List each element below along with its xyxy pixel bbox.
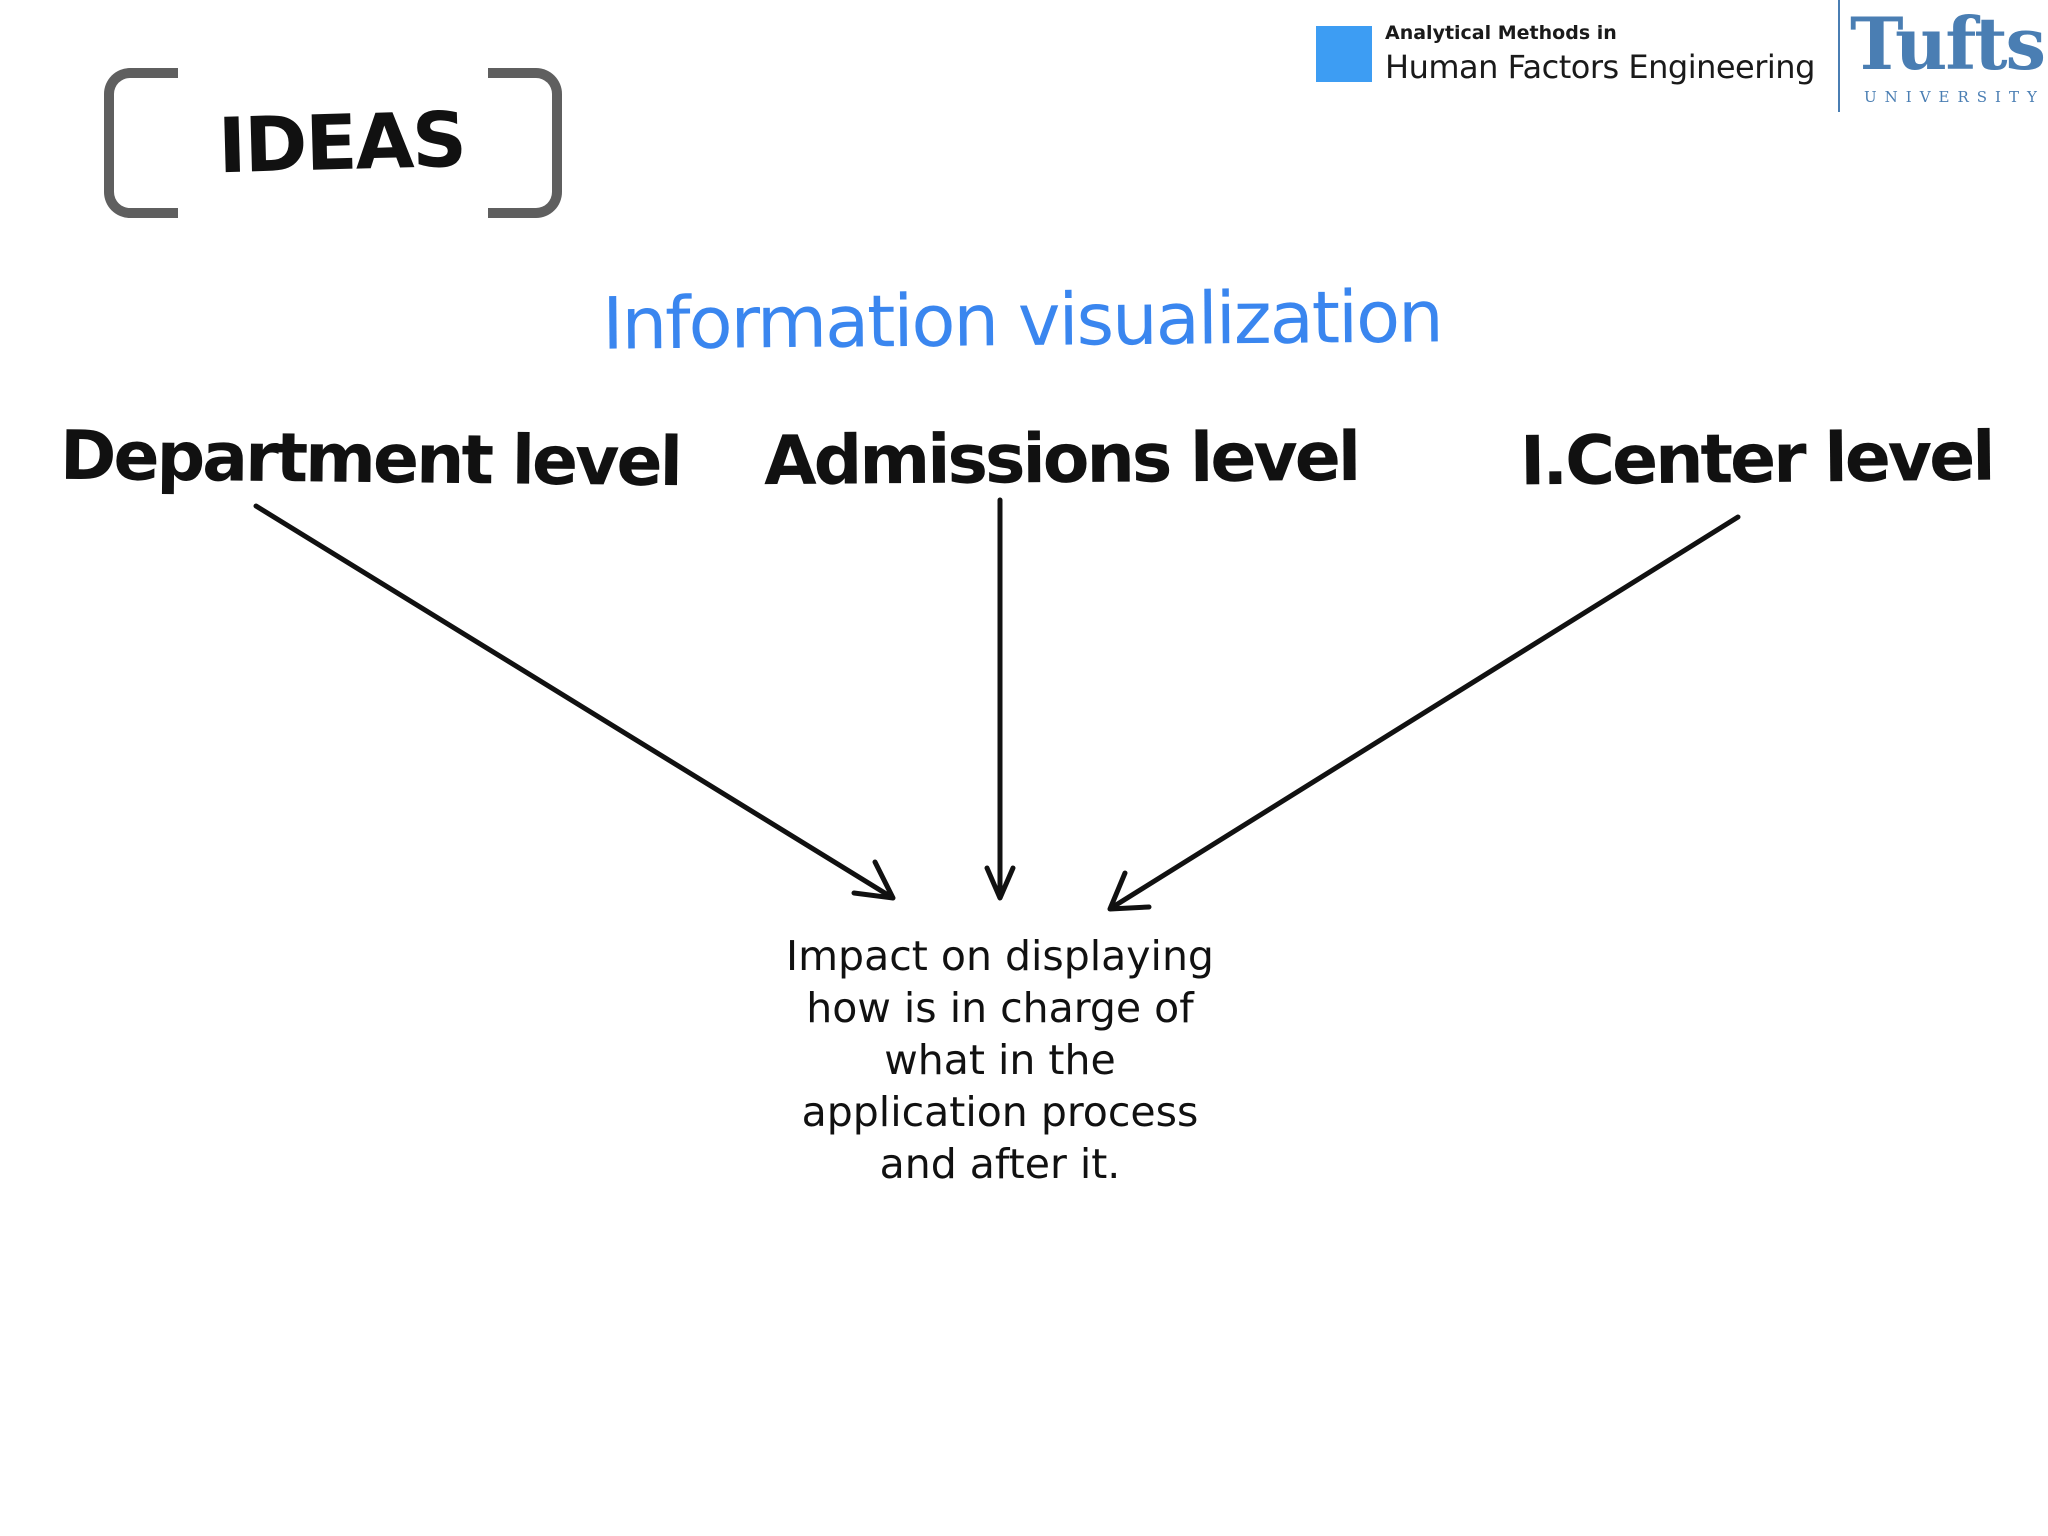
brand-divider (1838, 0, 1840, 112)
admissions-arrow (984, 497, 1016, 901)
course-subtitle: Analytical Methods in (1385, 22, 1617, 44)
slide-title: Information visualization (601, 274, 1443, 366)
tufts-logo-subtitle: UNIVERSITY (1864, 88, 2045, 106)
admissions-level-label: Admissions level (763, 417, 1359, 502)
tufts-logo: Tufts (1850, 1, 2046, 86)
impact-line: what in the (884, 1036, 1116, 1084)
department-arrow (253, 503, 896, 901)
department-level-label: Department level (59, 416, 681, 503)
impact-line: Impact on displaying (786, 932, 1214, 980)
impact-description: Impact on displaying how is in charge of… (780, 930, 1220, 1190)
left-bracket (104, 68, 178, 218)
brand-square-logo (1316, 26, 1372, 82)
right-bracket (488, 68, 562, 218)
impact-line: and after it. (879, 1140, 1121, 1188)
center-arrow (1107, 514, 1741, 912)
impact-line: how is in charge of (806, 984, 1194, 1032)
impact-line: application process (801, 1088, 1199, 1136)
course-title: Human Factors Engineering (1385, 48, 1815, 86)
ideas-tag-label: IDEAS (216, 94, 466, 191)
center-level-label: I.Center level (1519, 417, 1993, 502)
